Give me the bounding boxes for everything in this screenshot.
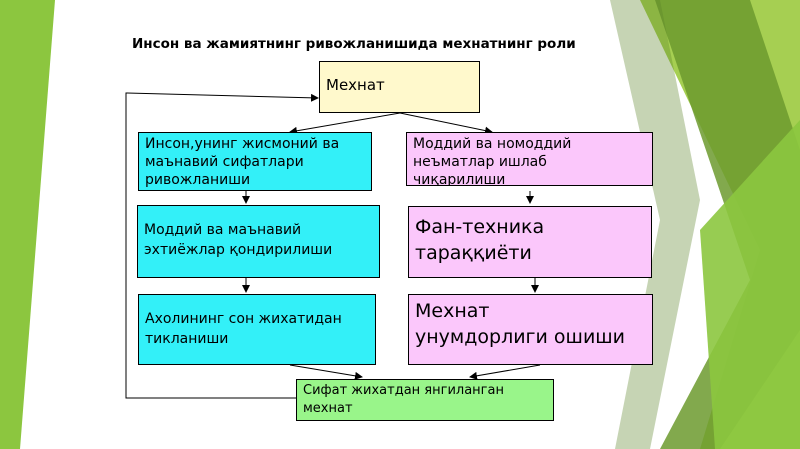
right-shadow-shape	[610, 0, 700, 449]
diagram-title: Инсон ва жамиятнинг ривожланишида мехнат…	[132, 36, 576, 52]
node-productivity-growth: Мехнат унумдорлиги ошиши	[408, 294, 653, 365]
right-mid-green-shape	[700, 120, 800, 449]
node-goods-production-label: Моддий ва номоддий неъматлар ишлаб чиқар…	[413, 136, 572, 186]
node-renewed-labor-label: Сифат жихатдан янгиланган мехнат	[303, 383, 504, 416]
node-population-reproduction-label: Ахолининг сон жихатидан тикланиши	[145, 311, 342, 348]
node-human-development: Инсон,унинг жисмоний ва маънавий сифатла…	[138, 132, 372, 191]
node-needs-satisfaction-label: Моддий ва маънавий эхтиёжлар қондирилиши	[144, 222, 333, 259]
node-productivity-growth-label: Мехнат унумдорлиги ошиши	[415, 300, 626, 348]
node-tech-progress-label: Фан-техника тараққиёти	[415, 216, 545, 264]
node-needs-satisfaction: Моддий ва маънавий эхтиёжлар қондирилиши	[137, 205, 380, 278]
node-renewed-labor: Сифат жихатдан янгиланган мехнат	[296, 379, 554, 421]
node-human-development-label: Инсон,унинг жисмоний ва маънавий сифатла…	[145, 136, 340, 189]
node-tech-progress: Фан-техника тараққиёти	[408, 206, 652, 278]
node-population-reproduction: Ахолининг сон жихатидан тикланиши	[138, 294, 376, 365]
left-green-stripe	[0, 0, 55, 449]
node-labor-label: Мехнат	[326, 76, 385, 94]
node-labor: Мехнат	[319, 61, 480, 113]
node-goods-production: Моддий ва номоддий неъматлар ишлаб чиқар…	[406, 132, 653, 186]
